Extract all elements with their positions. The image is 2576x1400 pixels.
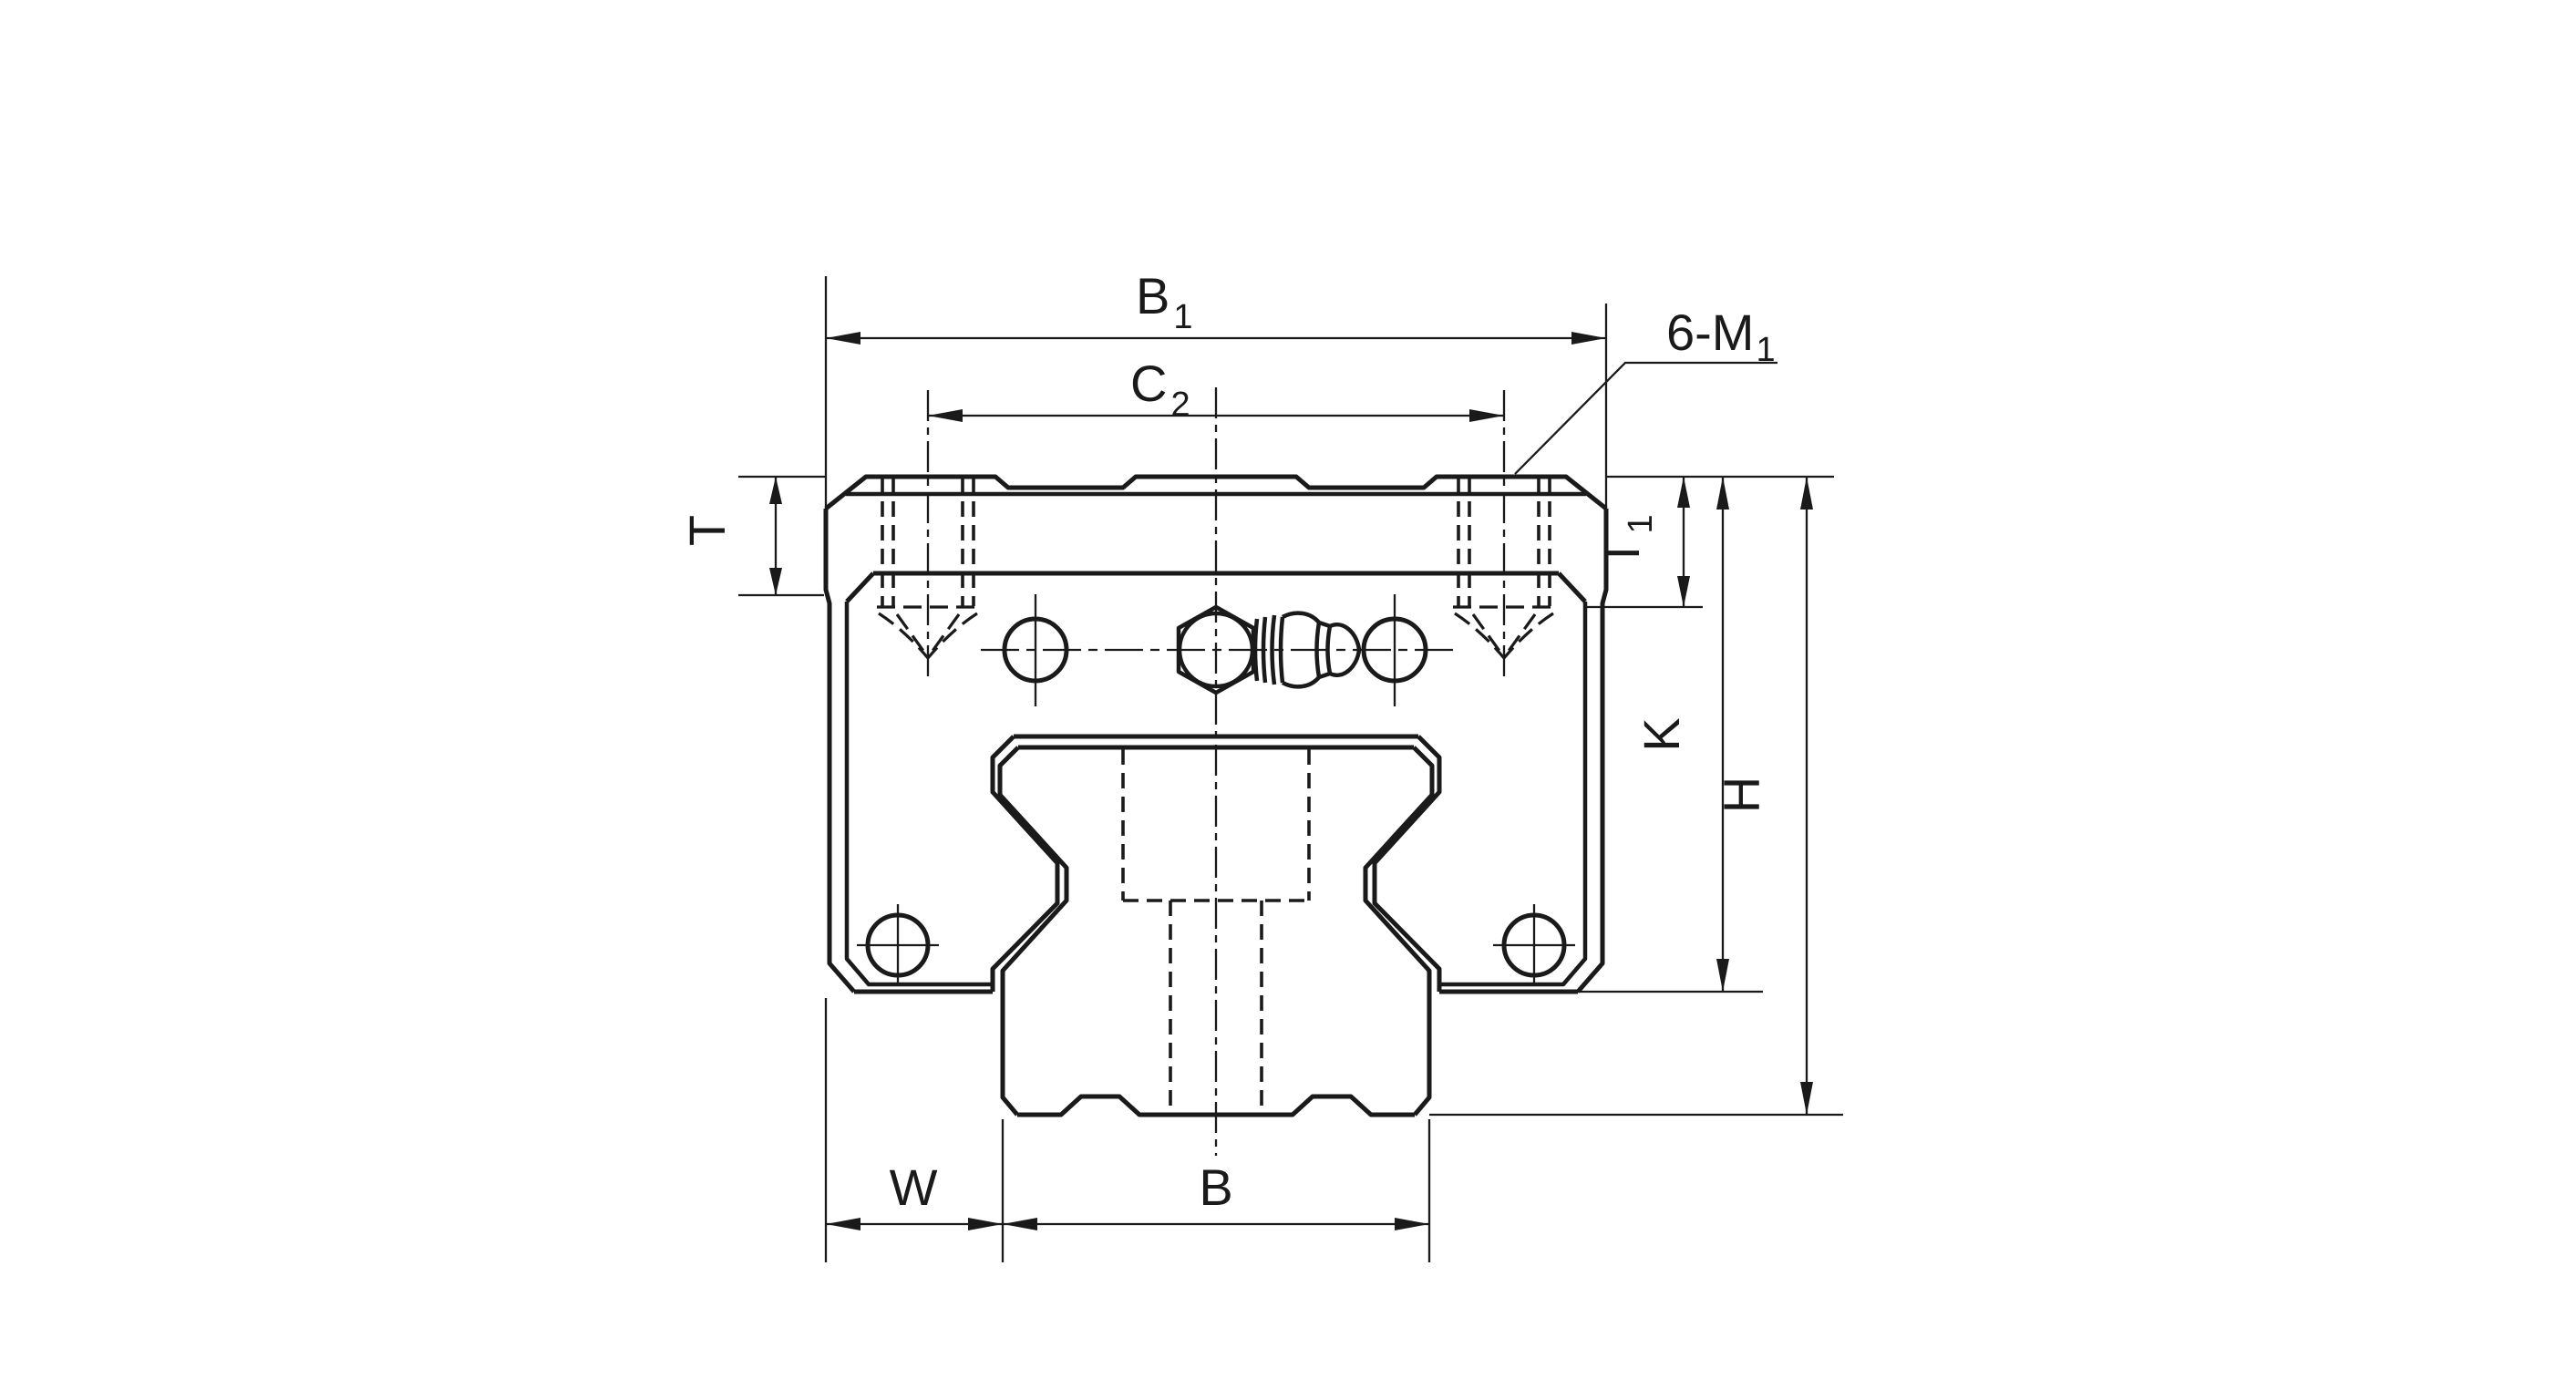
- tapped-hole-right-hidden: [1453, 478, 1555, 660]
- label-b: B: [1199, 1158, 1232, 1216]
- lube-port-left: [1002, 616, 1069, 684]
- label-t: T: [678, 515, 736, 546]
- dimension-t1: T1: [1586, 475, 1834, 609]
- dimension-b: B: [1003, 1119, 1431, 1262]
- tapped-hole-left-hidden: [877, 478, 979, 660]
- label-k: K: [1633, 717, 1690, 751]
- centerlines: [926, 387, 1506, 1156]
- dimension-w: W: [824, 998, 1005, 1262]
- grease-nipple: [1176, 604, 1362, 695]
- label-h: H: [1713, 777, 1770, 813]
- label-w: W: [890, 1158, 938, 1216]
- corner-bolt-left: [857, 904, 939, 986]
- corner-bolt-right: [1493, 904, 1575, 986]
- carriage-block-outline: [823, 474, 1609, 994]
- dimension-h: H: [1429, 477, 1843, 1117]
- dimension-k: K: [1578, 477, 1763, 993]
- lube-port-right: [1361, 616, 1428, 684]
- dimension-t: T: [678, 475, 826, 597]
- label-t1: T1: [1592, 514, 1660, 568]
- callout-6m1: 6-M1: [1514, 304, 1777, 475]
- rail-bolt-hole-hidden: [1121, 749, 1311, 1110]
- label-6m1: 6-M1: [1666, 304, 1776, 369]
